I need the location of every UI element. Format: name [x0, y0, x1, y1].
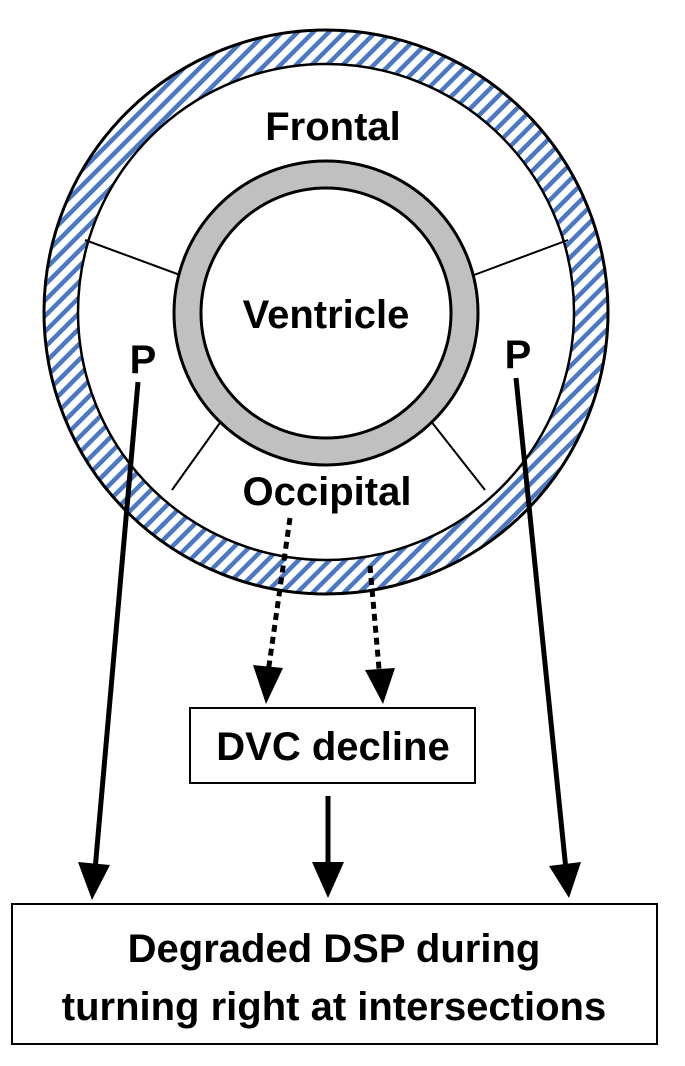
result-text-line2: turning right at intersections — [62, 985, 606, 1029]
arrowhead-left-parietal — [78, 862, 110, 900]
arrowhead-right-parietal — [549, 862, 581, 898]
dvc-decline-box — [189, 707, 476, 784]
arrow-left-parietal — [92, 381, 141, 871]
divider-right-upper — [473, 239, 569, 276]
arrowhead-dvc — [312, 862, 344, 898]
parietal-left-label: P — [130, 338, 157, 382]
ventricle-center — [199, 186, 453, 440]
dotted-arrow-left — [264, 517, 293, 681]
occipital-label: Occipital — [243, 470, 412, 514]
result-text-line1: Degraded DSP during — [128, 927, 541, 971]
dvc-decline-text: DVC decline — [216, 725, 449, 769]
divider-left-lower — [171, 419, 223, 491]
parietal-right-label: P — [505, 333, 532, 377]
dotted-arrowhead-right — [365, 668, 395, 704]
frontal-label: Frontal — [265, 105, 401, 149]
arrow-right-parietal — [513, 377, 569, 871]
ventricle-label: Ventricle — [243, 293, 410, 337]
divider-left-upper — [84, 239, 181, 276]
result-box — [11, 903, 658, 1045]
dotted-arrowhead-left — [253, 665, 283, 704]
divider-right-lower — [429, 419, 486, 491]
